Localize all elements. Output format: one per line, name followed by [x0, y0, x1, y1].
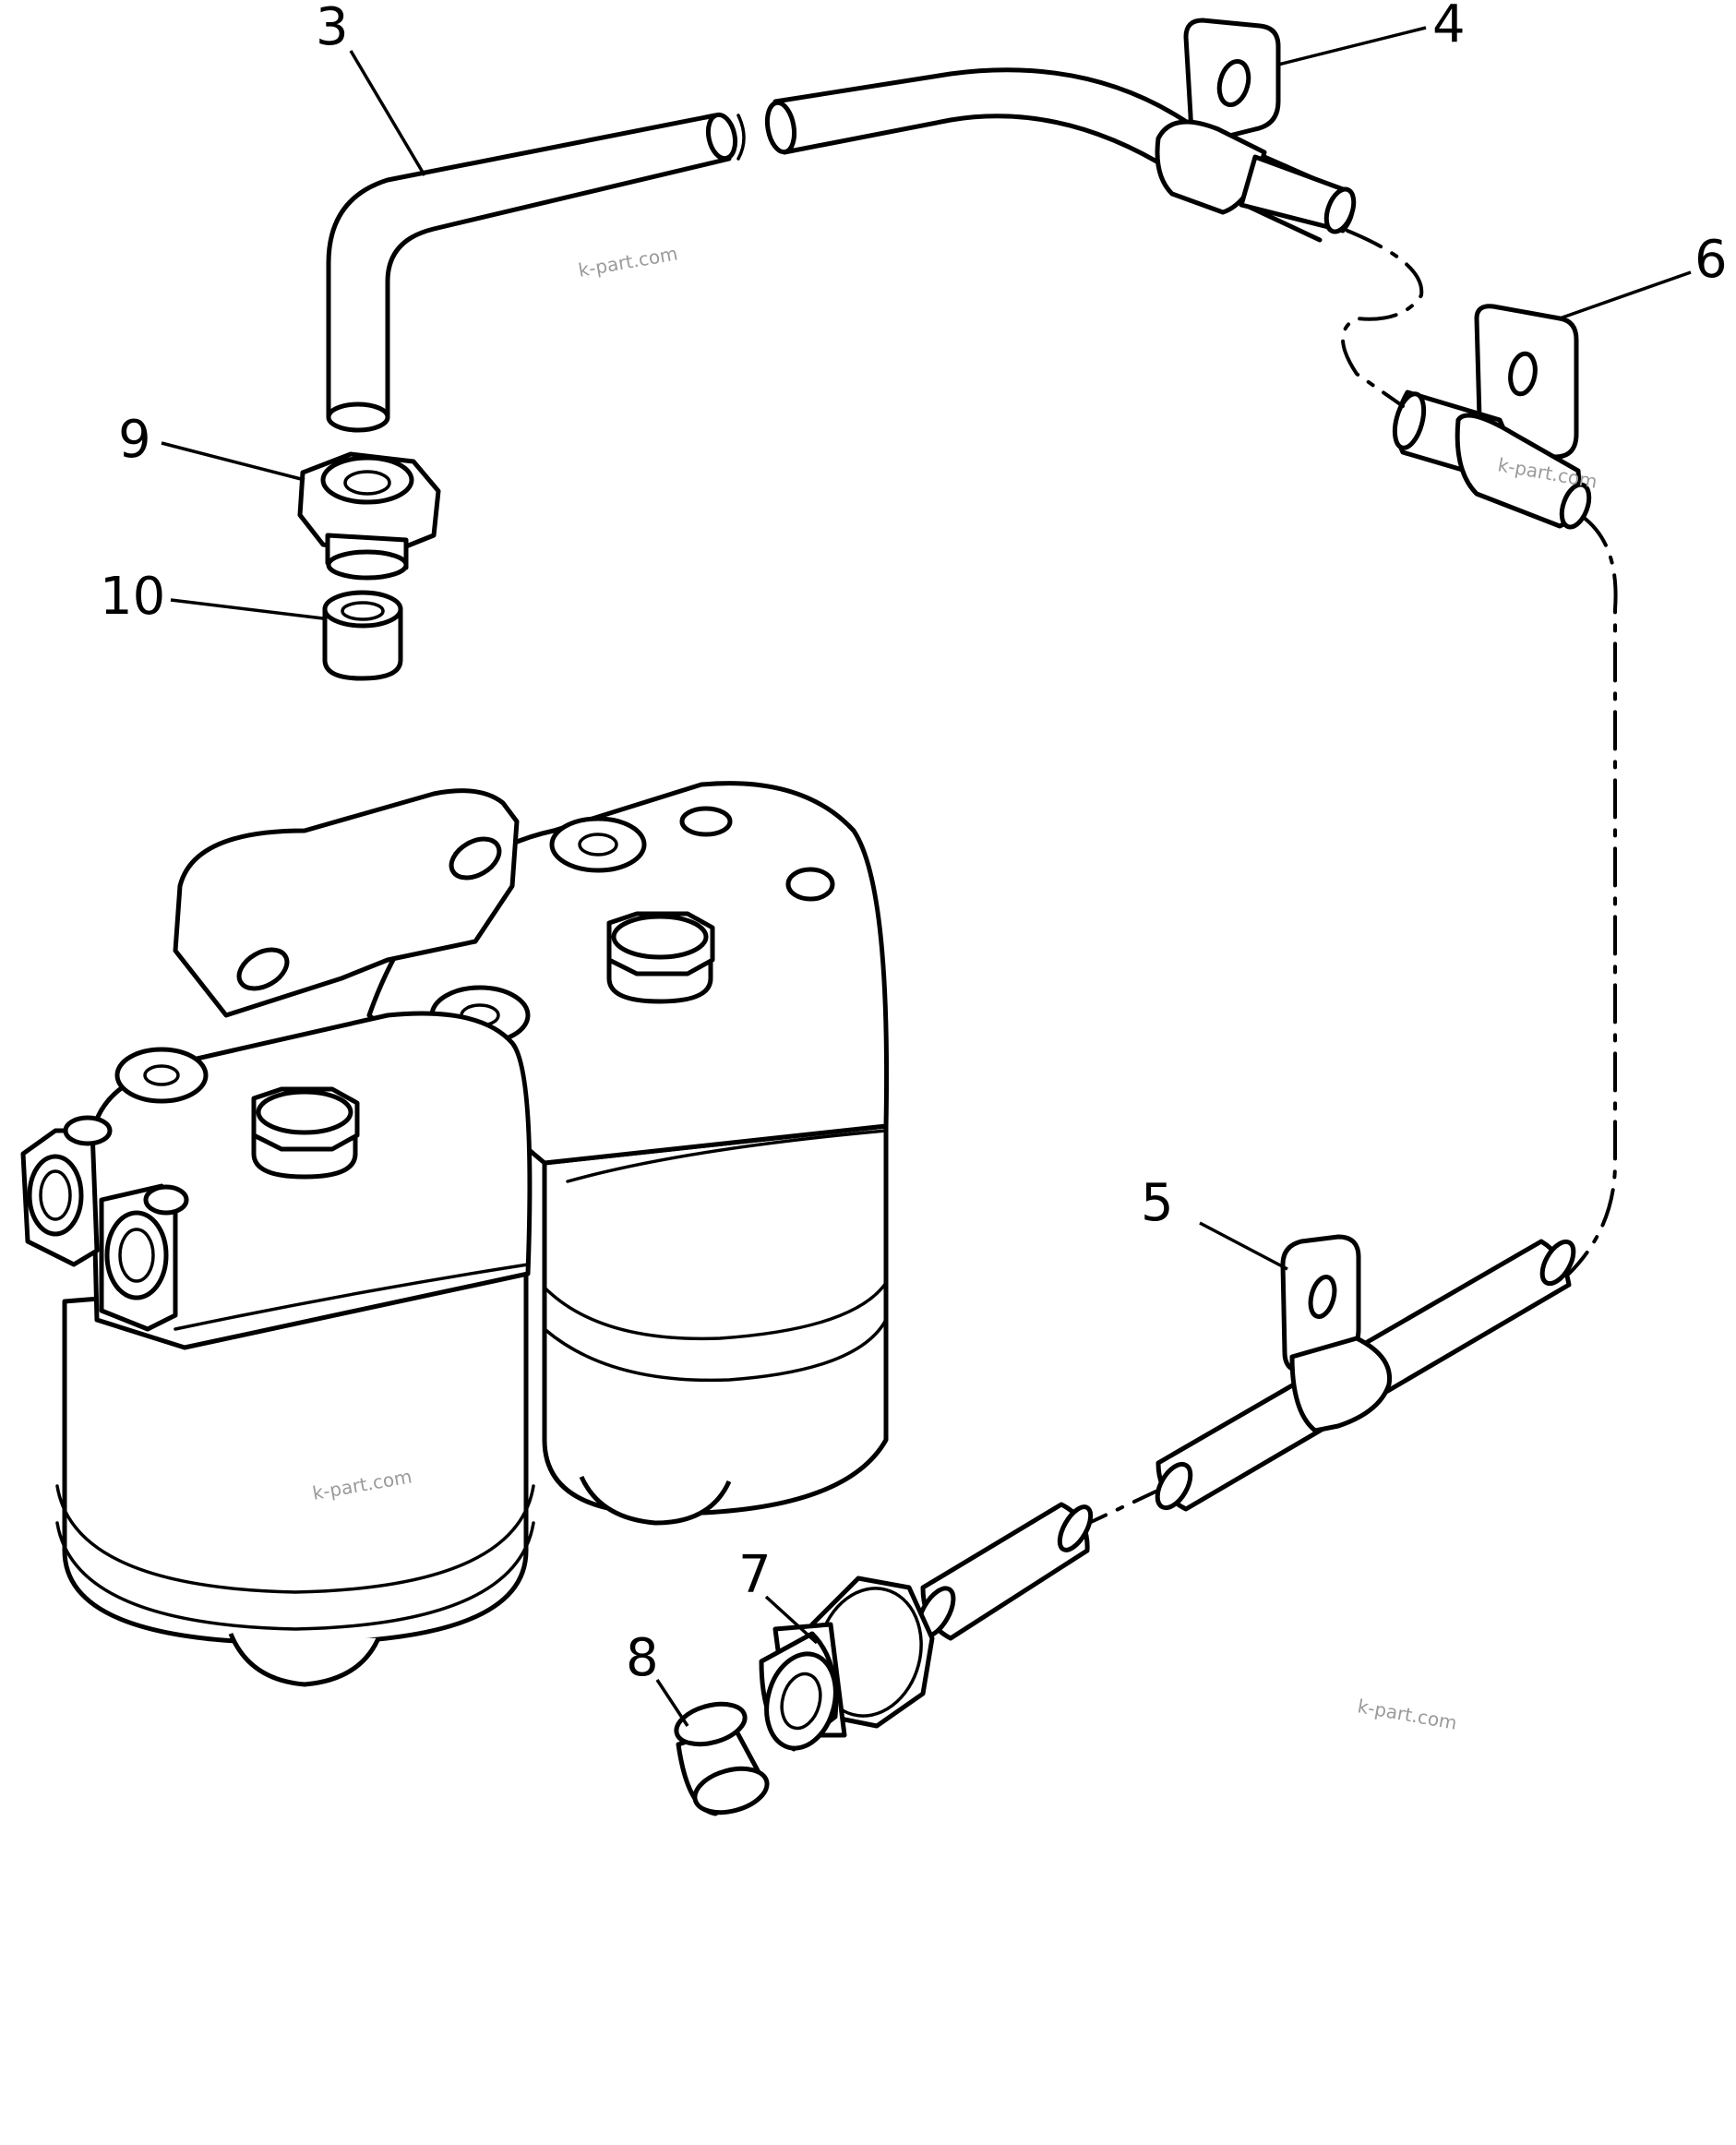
- part-9-nut: [297, 451, 441, 581]
- part-5-tube-with-clamp: [1155, 1234, 1576, 1512]
- callout-9: 9: [118, 410, 151, 470]
- callout-4: 4: [1432, 0, 1466, 54]
- part-6-tube-with-clamp: [1392, 304, 1592, 530]
- callout-7: 7: [738, 1545, 772, 1605]
- part-3-bent-tube: [326, 112, 746, 433]
- callout-3: 3: [316, 0, 349, 57]
- leader-lines: [161, 26, 1692, 1727]
- tube-segment: [916, 1502, 1094, 1641]
- callout-6: 6: [1694, 230, 1728, 290]
- callout-5: 5: [1141, 1173, 1174, 1233]
- watermark: k-part.com: [1356, 1695, 1458, 1734]
- callout-8: 8: [626, 1628, 659, 1688]
- part-8-sleeve: [674, 1701, 770, 1816]
- part-4-tube-with-clamp: [764, 18, 1357, 243]
- part-10-sleeve: [322, 590, 403, 681]
- assembly-line-4-to-6: [1341, 229, 1424, 408]
- callout-10: 10: [100, 567, 165, 627]
- assembly-line-6-to-5: [1567, 515, 1618, 1276]
- fuel-filter-assembly: [20, 781, 890, 1687]
- assembly-line-5-to-7: [1087, 1484, 1169, 1525]
- watermark: k-part.com: [577, 242, 679, 282]
- part-7-connector: [759, 1576, 935, 1752]
